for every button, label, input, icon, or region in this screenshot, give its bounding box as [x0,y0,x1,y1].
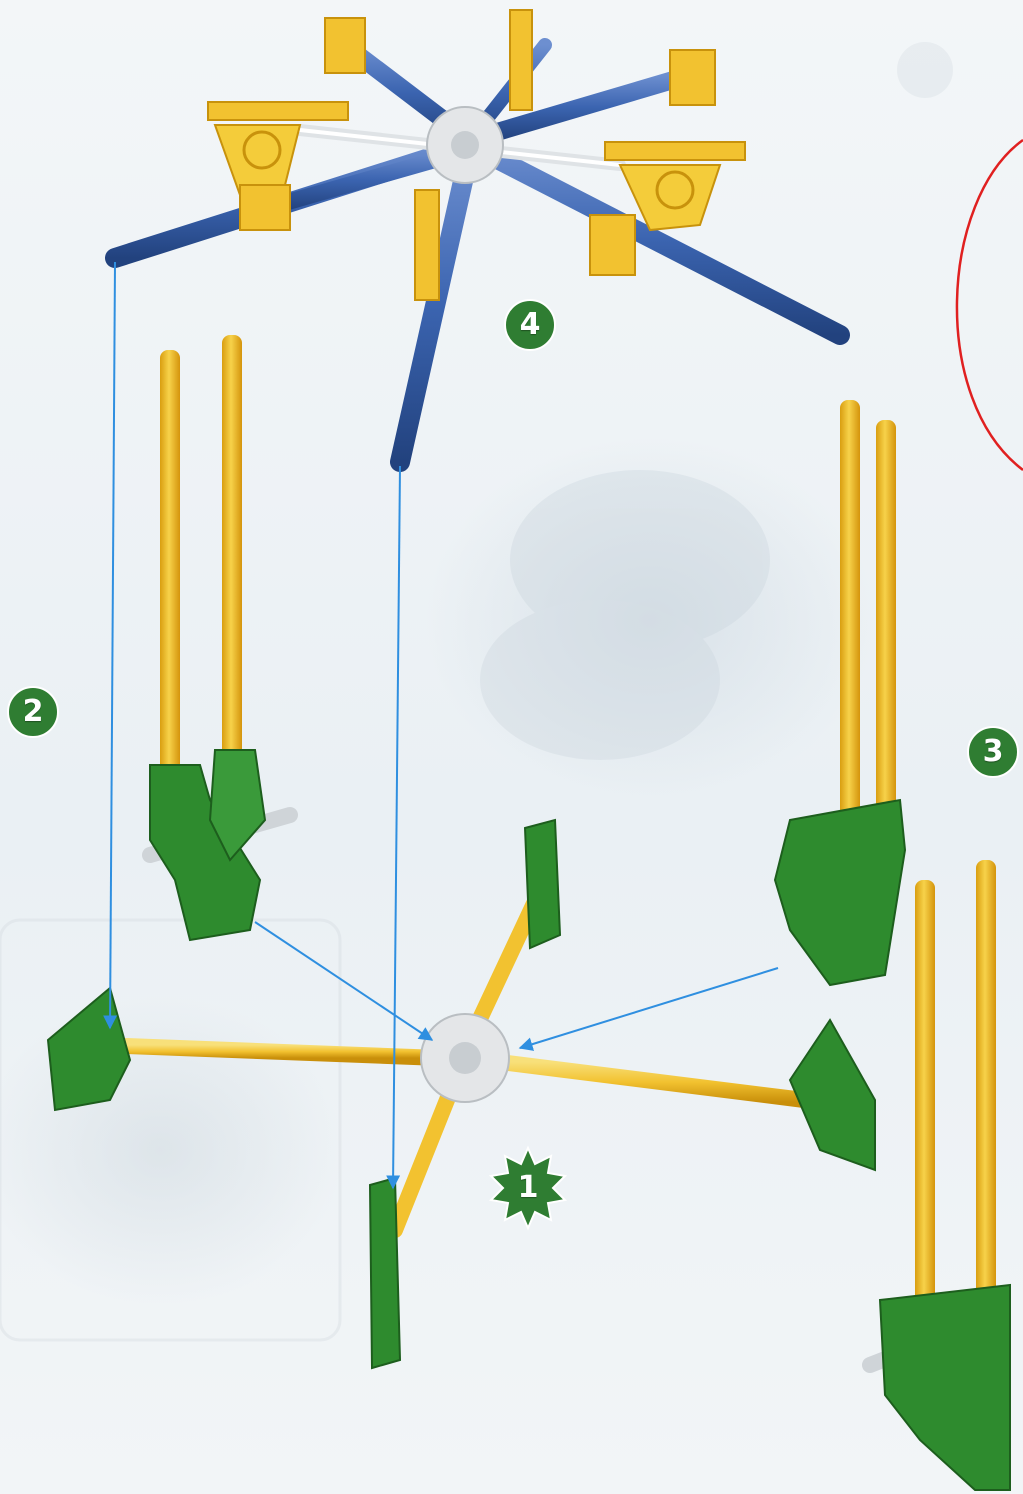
step-number-2: 2 [8,687,58,737]
bottom-right-upright-assembly [870,860,1010,1490]
yellow-rod [100,1045,440,1058]
yellow-rod [976,860,996,1320]
green-connector [48,988,130,1110]
green-connector [790,1020,875,1170]
green-connector [370,1178,400,1368]
callout-circle [957,140,1023,470]
yellow-rod [915,880,935,1340]
yellow-rod [222,335,242,775]
yellow-connector-top [510,10,532,110]
assembly-arrow [393,466,400,1188]
base-cross-assembly [48,820,875,1368]
green-connector [525,820,560,948]
green-connector [775,800,905,985]
green-connector [880,1285,1010,1490]
assembly-arrow [110,262,115,1028]
step-number-3: 3 [968,727,1018,777]
white-hub [421,1014,509,1102]
yellow-rod [395,1080,455,1230]
yellow-rod [160,350,180,790]
right-upright-assembly [775,400,905,985]
yellow-rod [876,420,896,850]
background-ghost-shapes [0,42,953,1340]
yellow-rod [840,400,860,830]
step-number-4: 4 [505,300,555,350]
assembly-arrow [520,968,778,1048]
step-number-1: 1 [503,1163,553,1213]
yellow-rod [500,1062,820,1102]
left-upright-assembly [150,335,290,940]
white-hub [427,107,503,183]
yellow-connector-bottom [415,190,439,300]
assembly-arrow [255,922,432,1040]
